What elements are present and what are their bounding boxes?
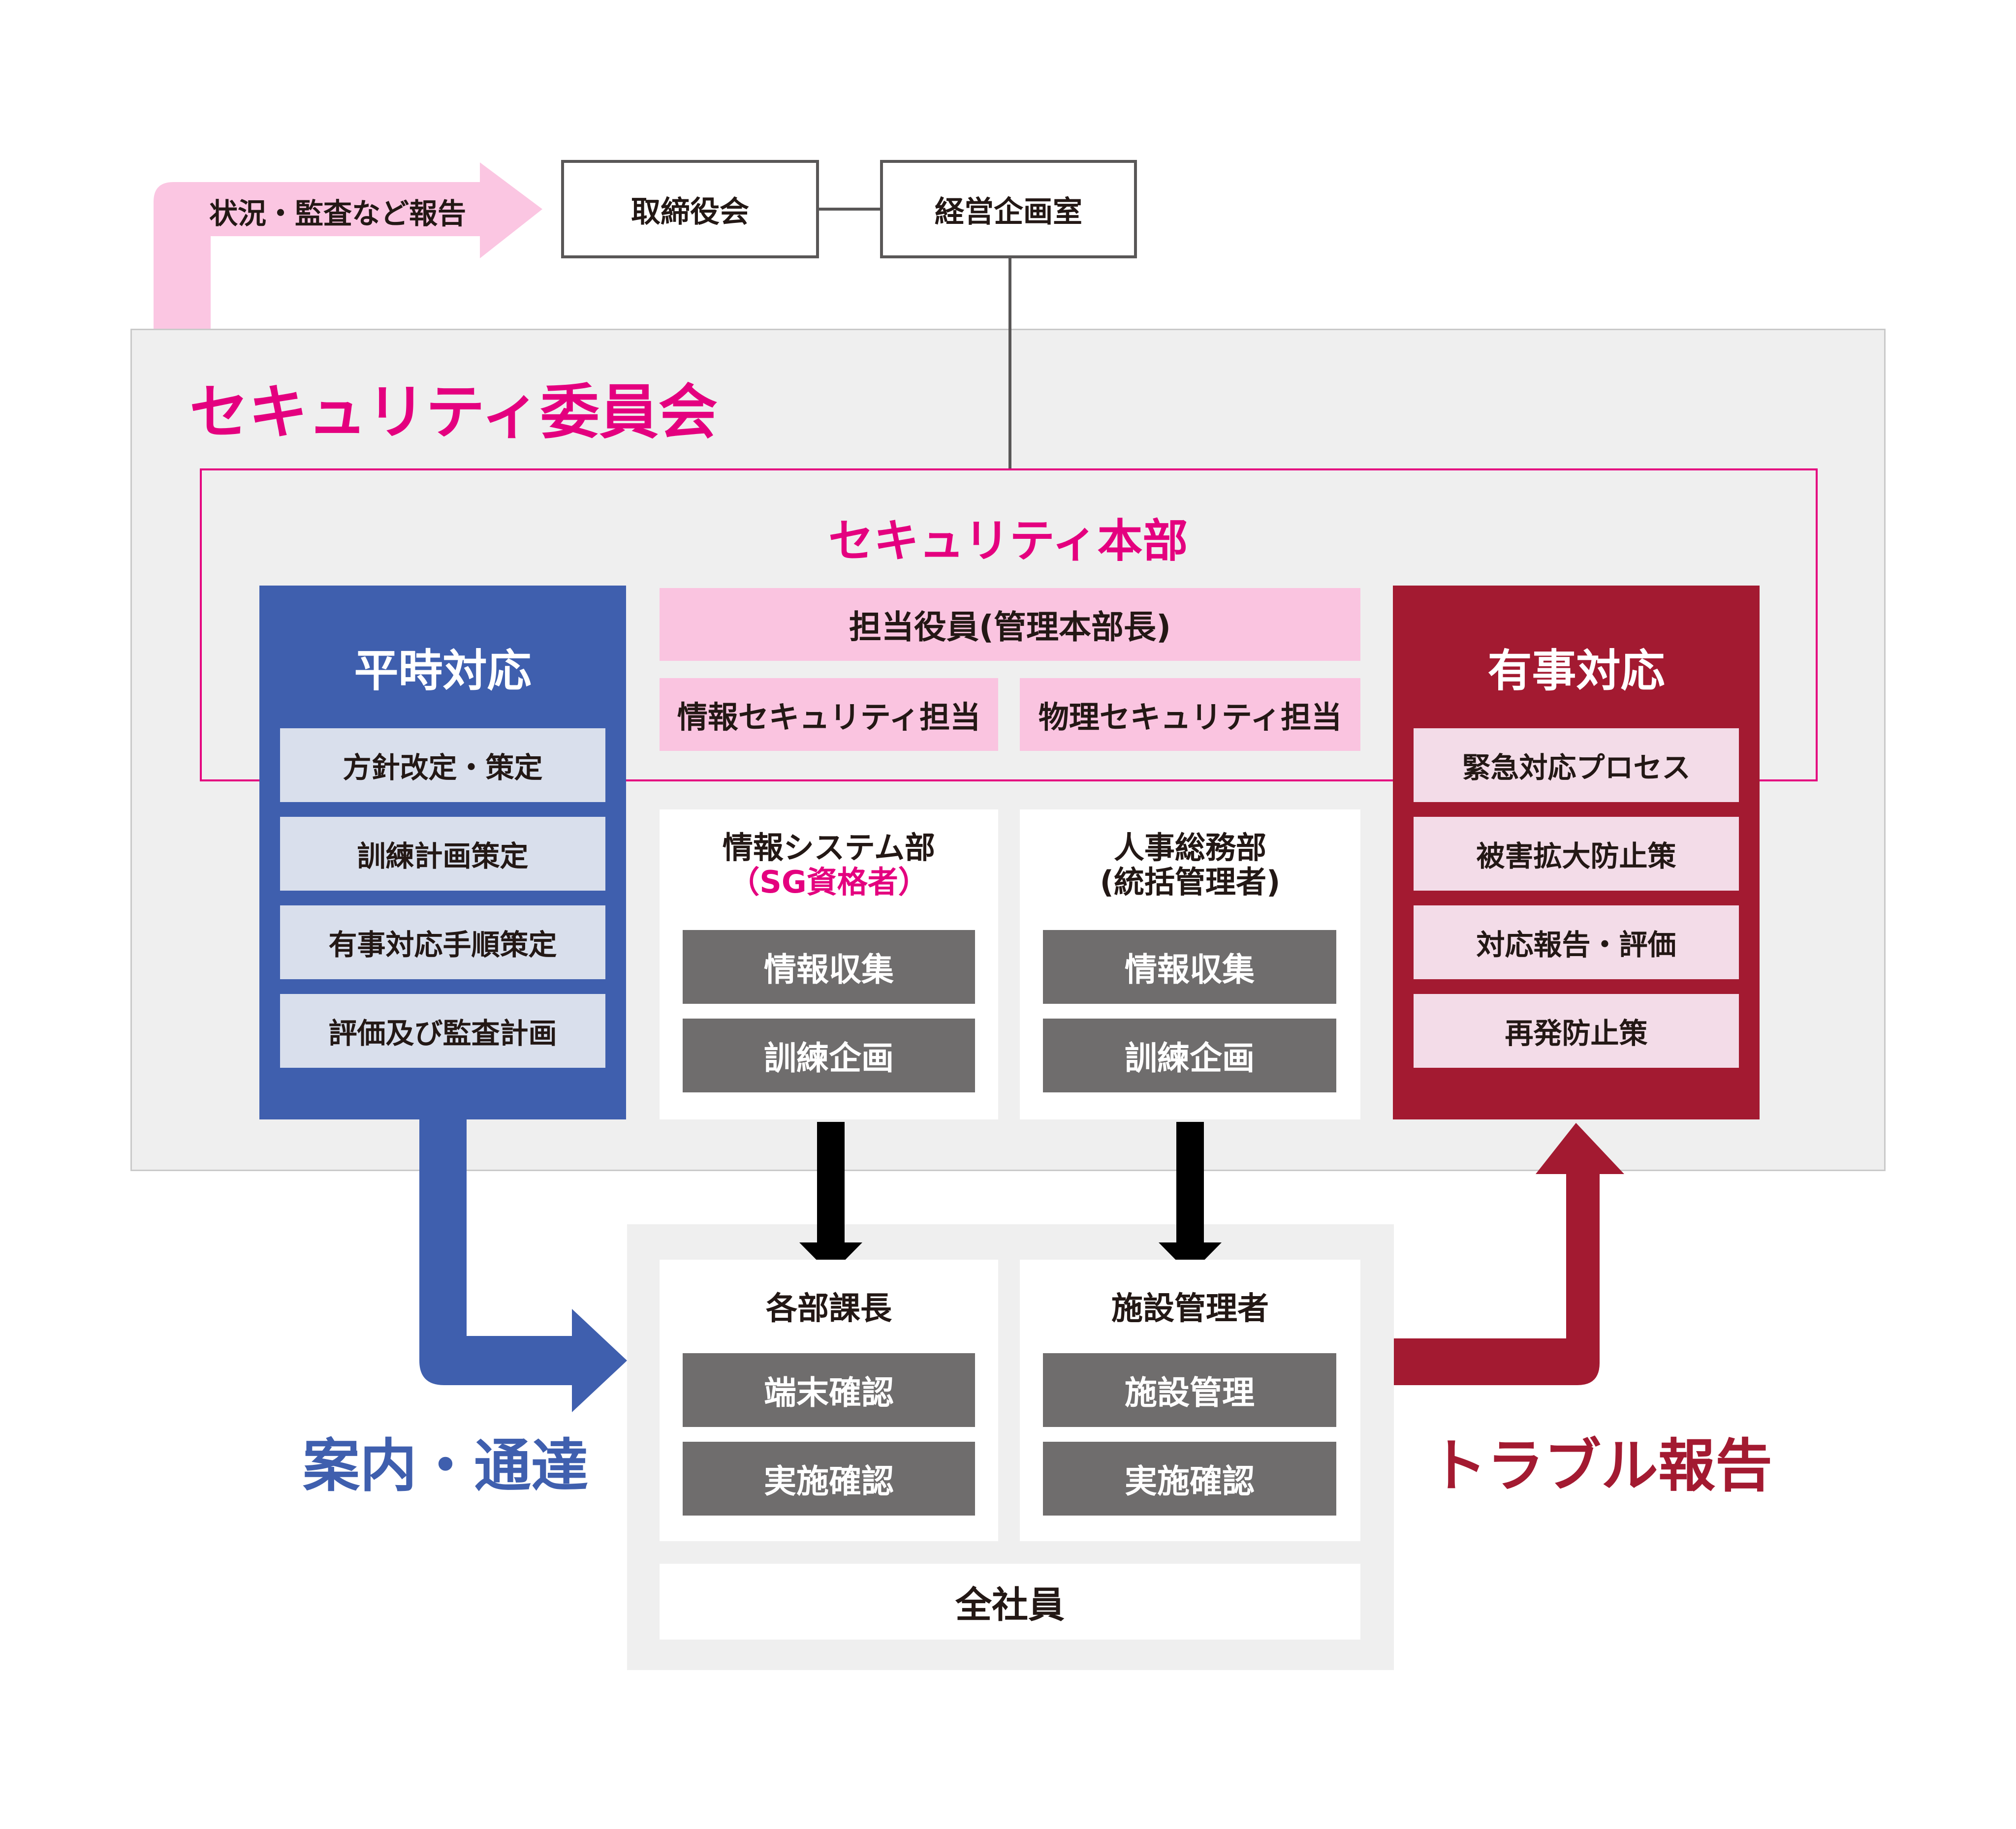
hr-general-qualifier: (統括管理者) (1100, 864, 1281, 900)
board-of-directors-box: 取締役会 (561, 160, 819, 258)
board-label: 取締役会 (631, 194, 749, 229)
section-chiefs: 各部課長 端末確認 実施確認 (660, 1260, 998, 1541)
section-chiefs-task: 実施確認 (683, 1442, 975, 1516)
security-headquarters-frame (200, 468, 1818, 781)
emergency-item: 緊急対応プロセス (1414, 728, 1739, 802)
emergency-item: 対応報告・評価 (1414, 905, 1739, 979)
peacetime-item: 訓練計画策定 (280, 817, 605, 891)
down-arrow-right (1159, 1122, 1222, 1274)
report-arrow-label: 状況・監査など報告 (209, 197, 467, 230)
all-employees-box: 全社員 (660, 1564, 1360, 1640)
facility-managers-task: 施設管理 (1043, 1353, 1336, 1427)
emergency-panel: 有事対応 緊急対応プロセス 被害拡大防止策 対応報告・評価 再発防止策 (1393, 586, 1760, 1119)
hr-general-task: 情報収集 (1043, 930, 1336, 1004)
facility-managers: 施設管理者 施設管理 実施確認 (1020, 1260, 1360, 1541)
facility-managers-name: 施設管理者 (1111, 1291, 1269, 1327)
section-chiefs-name: 各部課長 (766, 1291, 892, 1327)
info-systems-dept: 情報システム部 （SG資格者） 情報収集 訓練企画 (660, 809, 998, 1119)
peacetime-panel: 平時対応 方針改定・策定 訓練計画策定 有事対応手順策定 評価及び監査計画 (259, 586, 626, 1119)
info-security-label: 情報セキュリティ担当 (677, 699, 981, 735)
report-arrow (154, 162, 542, 329)
hr-general-dept: 人事総務部 (統括管理者) 情報収集 訓練企画 (1020, 809, 1360, 1119)
hr-general-name: 人事総務部 (1113, 830, 1266, 866)
peacetime-item: 方針改定・策定 (280, 728, 605, 802)
peacetime-item: 評価及び監査計画 (280, 994, 605, 1068)
physical-security-label: 物理セキュリティ担当 (1038, 699, 1342, 735)
down-arrow-left (799, 1122, 862, 1274)
committee-title: セキュリティ委員会 (189, 378, 718, 447)
trouble-arrow (1394, 1123, 1624, 1385)
headquarters-title: セキュリティ本部 (828, 515, 1188, 567)
notice-caption: 案内・通達 (303, 1433, 588, 1499)
officer-label: 担当役員(管理本部長) (849, 608, 1171, 646)
emergency-item: 被害拡大防止策 (1414, 817, 1739, 891)
emergency-item: 再発防止策 (1414, 994, 1739, 1068)
hr-general-task: 訓練企画 (1043, 1019, 1336, 1092)
all-employees-label: 全社員 (955, 1583, 1065, 1626)
facility-managers-task: 実施確認 (1043, 1442, 1336, 1516)
planning-office-box: 経営企画室 (880, 160, 1137, 258)
info-systems-name: 情報システム部 (722, 830, 936, 866)
planning-office-label: 経営企画室 (935, 194, 1082, 229)
info-systems-task: 訓練企画 (683, 1019, 975, 1092)
info-systems-task: 情報収集 (683, 930, 975, 1004)
info-systems-qualifier: （SG資格者） (729, 864, 929, 900)
section-chiefs-task: 端末確認 (683, 1353, 975, 1427)
physical-security-bar: 物理セキュリティ担当 (1020, 678, 1360, 751)
emergency-title: 有事対応 (1487, 645, 1665, 697)
peacetime-item: 有事対応手順策定 (280, 905, 605, 979)
trouble-caption: トラブル報告 (1430, 1433, 1772, 1499)
officer-bar: 担当役員(管理本部長) (660, 588, 1360, 661)
notice-arrow (419, 1119, 627, 1412)
peacetime-title: 平時対応 (354, 645, 532, 697)
info-security-bar: 情報セキュリティ担当 (660, 678, 998, 751)
